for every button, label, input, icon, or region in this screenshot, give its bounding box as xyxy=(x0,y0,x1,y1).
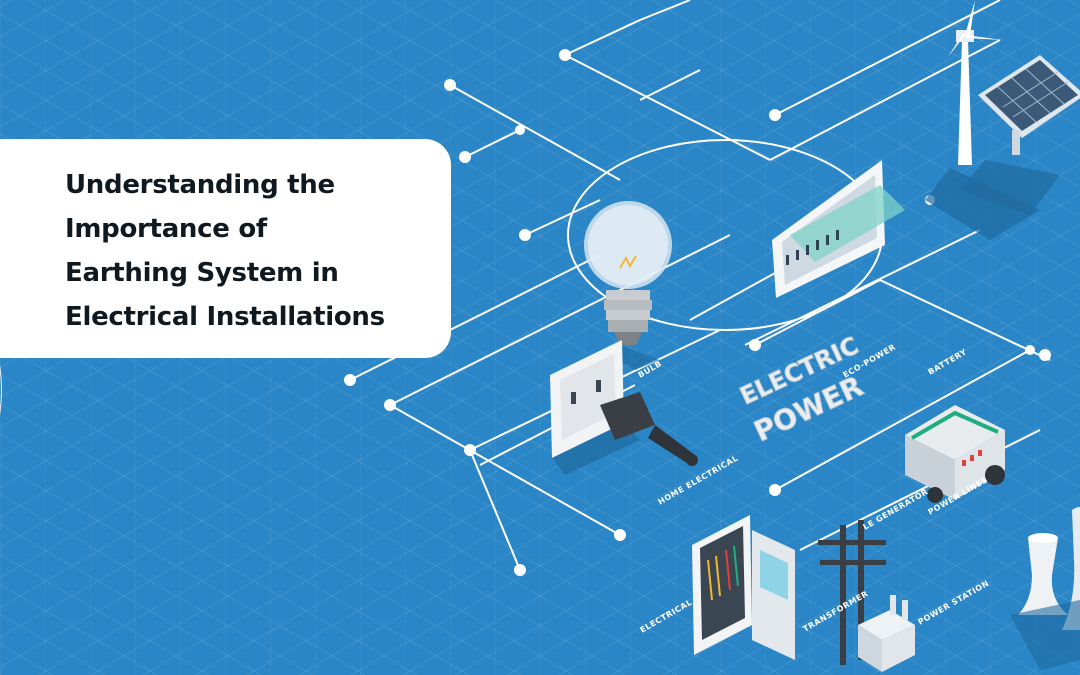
label-electrical: ELECTRICAL xyxy=(639,598,694,635)
generator-icon xyxy=(905,405,1005,503)
solar-panel-icon xyxy=(960,55,1080,215)
transformer-icon xyxy=(858,595,915,672)
electrical-cabinet-icon xyxy=(692,515,795,660)
title-line-1: Understanding the xyxy=(65,170,335,200)
title-card: Understanding the Importance of Earthing… xyxy=(0,139,451,476)
label-power-station: POWER STATION xyxy=(917,579,991,627)
label-generator: LE GENERATOR xyxy=(862,487,930,532)
distribution-board-icon xyxy=(772,160,905,298)
power-plug-icon xyxy=(600,392,698,466)
light-bulb-icon xyxy=(584,201,672,370)
title-line-2: Importance of xyxy=(65,214,267,244)
wind-turbine-icon xyxy=(925,0,1040,240)
power-station-icon xyxy=(1010,506,1080,670)
title-line-4: Electrical Installations xyxy=(65,302,385,332)
network-nodes xyxy=(344,49,1051,576)
title-line-3: Earthing System in xyxy=(65,258,339,288)
utility-pole-icon xyxy=(818,520,886,665)
label-home-electrical: HOME ELECTRICAL xyxy=(657,454,740,507)
label-battery: BATTERY xyxy=(927,347,969,376)
page-title: Understanding the Importance of Earthing… xyxy=(65,163,431,339)
wall-outlet-icon xyxy=(550,340,640,475)
